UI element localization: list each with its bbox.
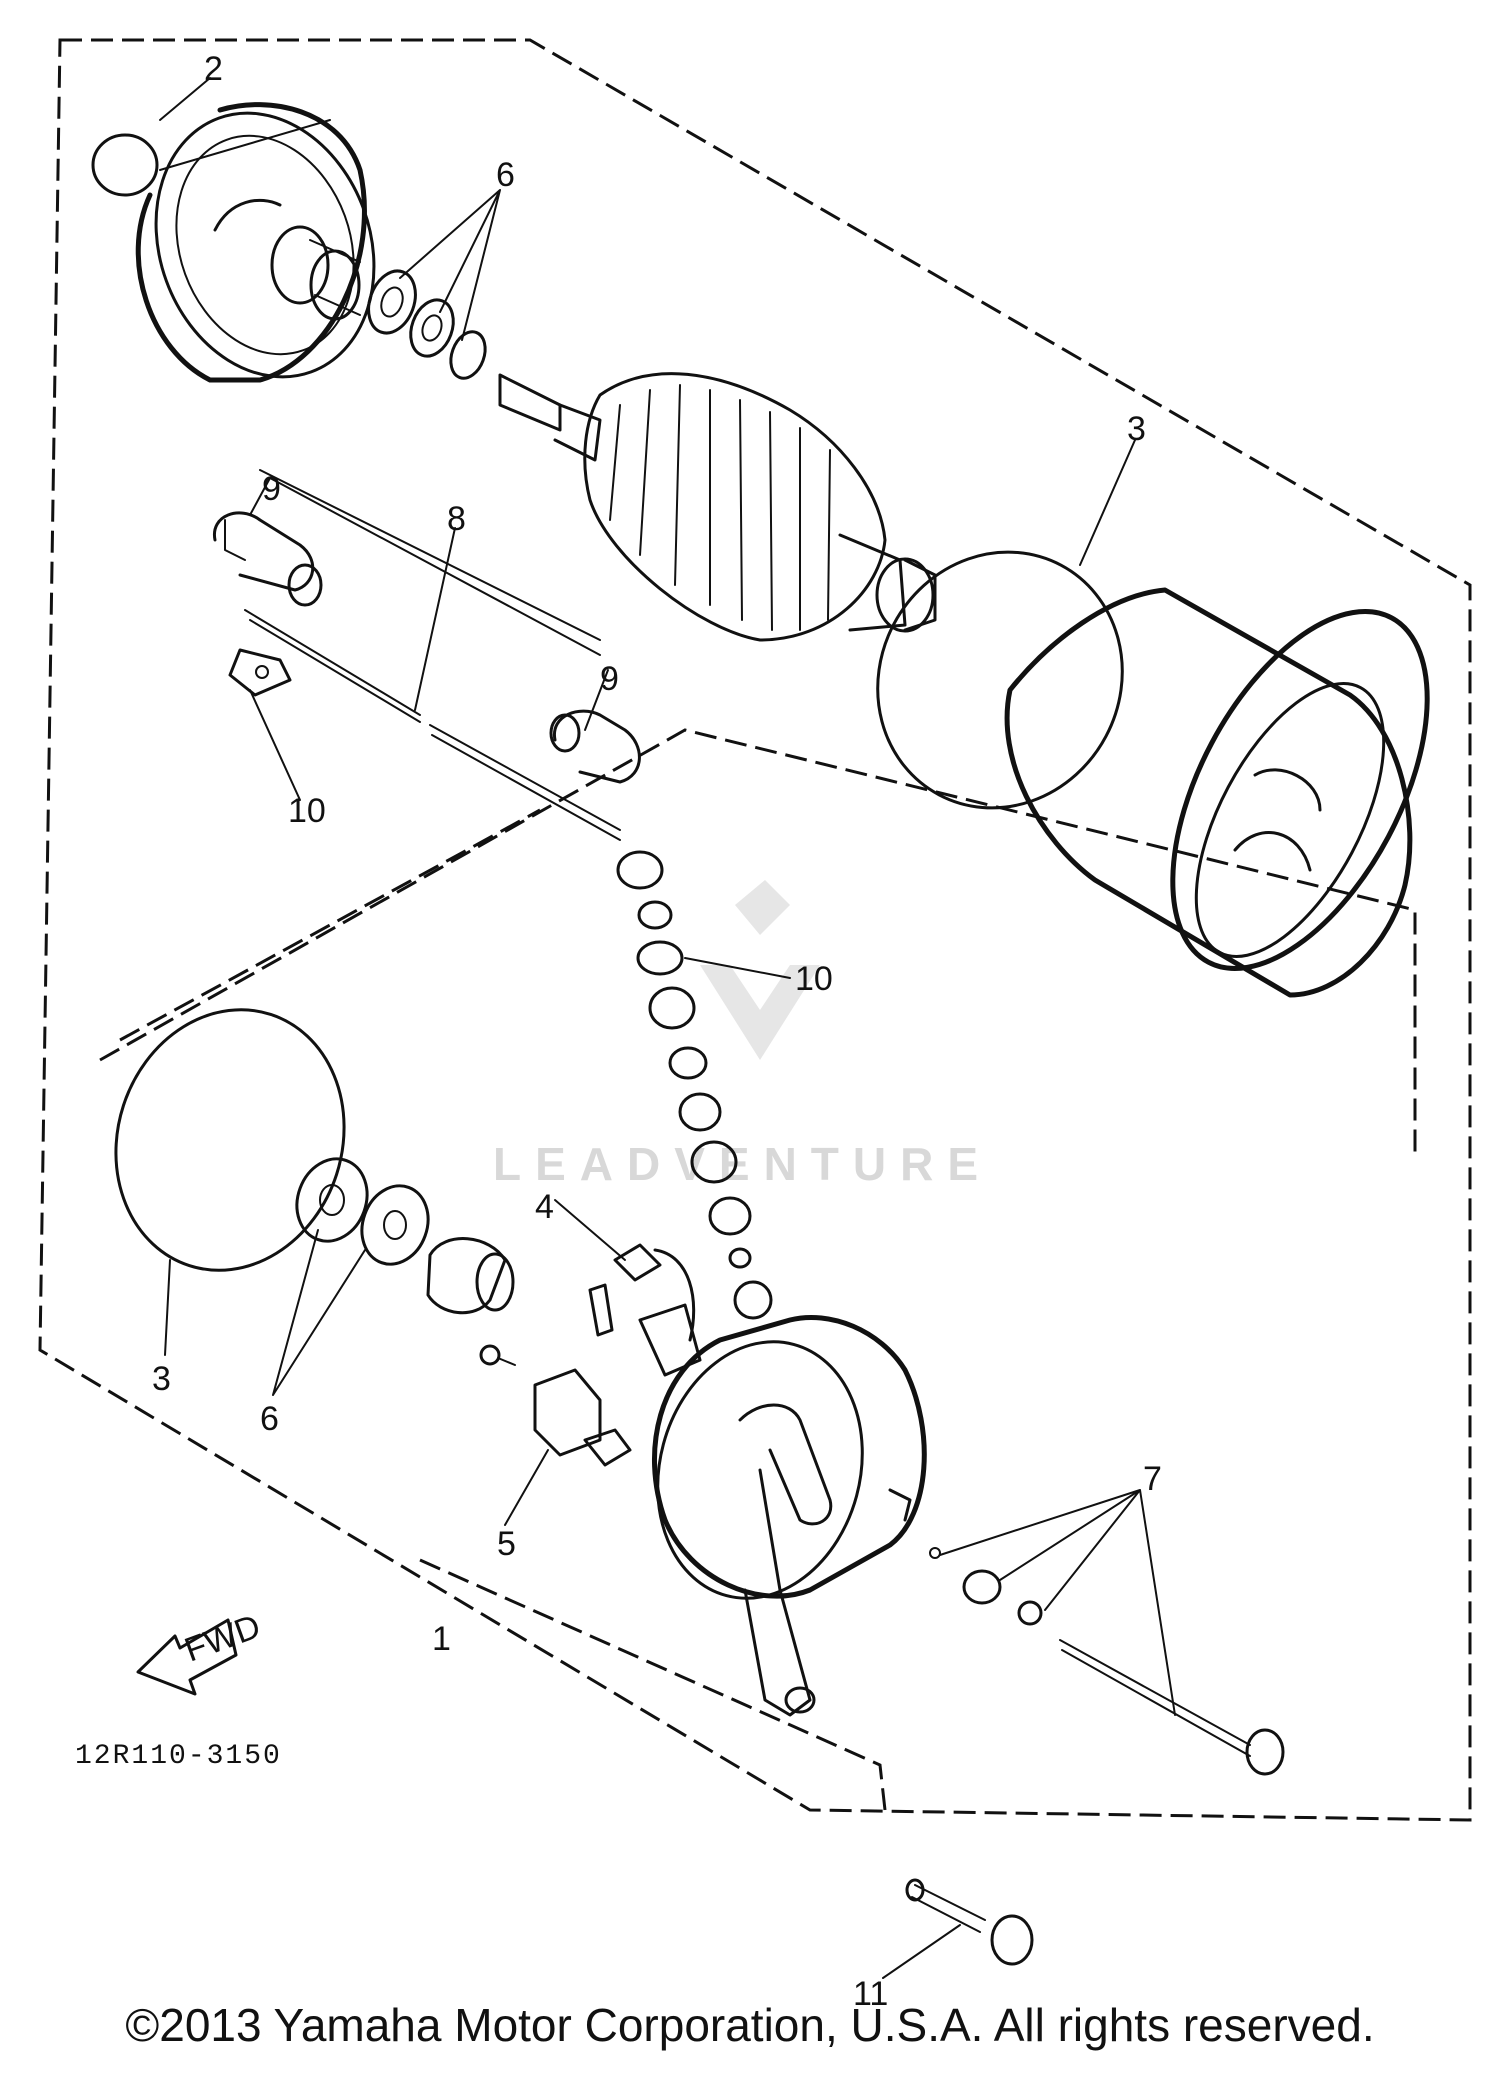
through-bolt-set bbox=[929, 1547, 1285, 1776]
screw-small bbox=[479, 1344, 516, 1366]
terminal-bolt-right bbox=[549, 709, 641, 784]
terminal-stack bbox=[616, 850, 773, 1320]
callout-9-left: 9 bbox=[262, 470, 281, 508]
washers-top bbox=[367, 269, 487, 380]
fwd-label: FWD bbox=[180, 1607, 266, 1669]
o-ring-large-bottom bbox=[114, 1008, 346, 1272]
callout-10-right: 10 bbox=[795, 960, 833, 998]
callout-3-top: 3 bbox=[1127, 410, 1146, 448]
watermark: LEADVENTURE bbox=[493, 880, 992, 1190]
washers-bottom bbox=[295, 1157, 430, 1266]
plate-left bbox=[228, 648, 292, 697]
watermark-text: LEADVENTURE bbox=[493, 1138, 992, 1190]
front-cover bbox=[135, 102, 376, 383]
o-ring-large-top bbox=[876, 550, 1124, 810]
bolt-separate bbox=[905, 1878, 1034, 1966]
callout-7: 7 bbox=[1143, 1460, 1162, 1498]
callout-6-bottom: 6 bbox=[260, 1400, 279, 1438]
callout-8: 8 bbox=[447, 500, 466, 538]
callout-1: 1 bbox=[432, 1620, 451, 1658]
callout-9-right: 9 bbox=[600, 660, 619, 698]
callout-11: 11 bbox=[853, 1975, 888, 2013]
callout-4: 4 bbox=[535, 1188, 554, 1226]
part-code: 12R110-3150 bbox=[75, 1741, 282, 1772]
assembly-boundary bbox=[38, 38, 1472, 1822]
brush-holder bbox=[533, 1368, 632, 1467]
brush-spring bbox=[588, 1243, 702, 1377]
callout-numbers: 2 6 3 9 8 9 10 10 4 3 6 5 7 1 11 bbox=[152, 50, 1162, 2013]
callout-2: 2 bbox=[204, 50, 223, 88]
callout-5: 5 bbox=[497, 1525, 516, 1563]
o-ring-small bbox=[91, 133, 159, 197]
yoke-housing bbox=[1004, 587, 1430, 998]
callout-10-left: 10 bbox=[288, 792, 326, 830]
bushing bbox=[426, 1237, 515, 1315]
rear-cover bbox=[652, 1314, 927, 1717]
forward-arrow-icon: FWD bbox=[136, 1607, 266, 1696]
copyright-notice: ©2013 Yamaha Motor Corporation, U.S.A. A… bbox=[125, 1999, 1375, 2051]
leader-lines bbox=[159, 77, 1176, 1979]
armature bbox=[498, 372, 937, 642]
through-rods bbox=[244, 469, 621, 841]
terminal-bolt-left bbox=[213, 511, 323, 607]
callout-6-top: 6 bbox=[496, 156, 515, 194]
callout-3-bottom: 3 bbox=[152, 1360, 171, 1398]
